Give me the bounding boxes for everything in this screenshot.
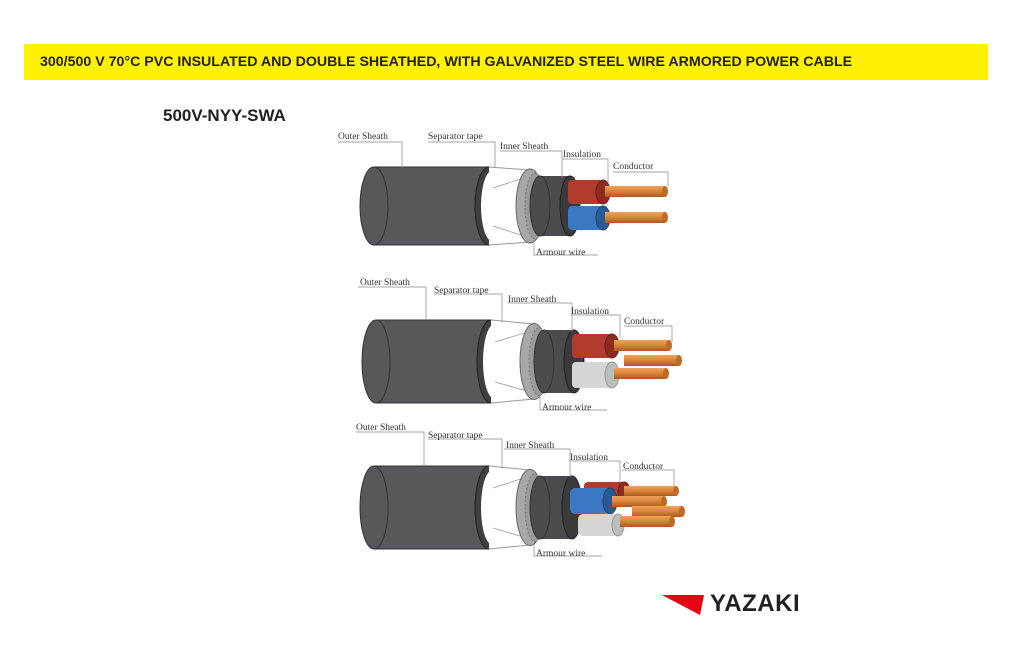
label-conductor: Conductor bbox=[623, 462, 664, 472]
label-outer-sheath: Outer Sheath bbox=[338, 132, 388, 142]
label-conductor: Conductor bbox=[624, 317, 665, 327]
label-inner-sheath: Inner Sheath bbox=[508, 295, 557, 305]
cable-diagram-4-core: Outer Sheath Separator tape Inner Sheath… bbox=[352, 422, 712, 562]
insulation-cores bbox=[570, 481, 631, 537]
cable-diagram-3-core: Outer Sheath Separator tape Inner Sheath… bbox=[352, 276, 712, 416]
yazaki-logo: YAZAKI bbox=[662, 590, 800, 618]
label-outer-sheath: Outer Sheath bbox=[360, 278, 410, 288]
label-insulation: Insulation bbox=[571, 307, 609, 317]
label-armour-wire: Armour wire bbox=[536, 248, 585, 258]
inner-sheath-shape bbox=[529, 175, 581, 237]
title-banner: 300/500 V 70°C PVC INSULATED AND DOUBLE … bbox=[24, 44, 988, 80]
label-separator-tape: Separator tape bbox=[428, 132, 483, 142]
conductors bbox=[612, 486, 685, 527]
logo-arrow-icon bbox=[662, 595, 704, 615]
label-insulation: Insulation bbox=[570, 453, 608, 463]
label-insulation: Insulation bbox=[563, 150, 601, 160]
label-conductor: Conductor bbox=[613, 162, 654, 172]
label-separator-tape: Separator tape bbox=[434, 286, 489, 296]
conductors bbox=[605, 186, 668, 223]
label-armour-wire: Armour wire bbox=[542, 403, 591, 413]
label-separator-tape: Separator tape bbox=[428, 431, 483, 441]
label-outer-sheath: Outer Sheath bbox=[356, 423, 406, 433]
label-inner-sheath: Inner Sheath bbox=[506, 441, 555, 451]
label-inner-sheath: Inner Sheath bbox=[500, 142, 549, 152]
model-title: 500V-NYY-SWA bbox=[163, 106, 286, 125]
banner-title: 300/500 V 70°C PVC INSULATED AND DOUBLE … bbox=[40, 54, 853, 70]
outer-sheath-shape bbox=[359, 166, 504, 246]
cable-diagram-2-core: Outer Sheath Separator tape Inner Sheath… bbox=[330, 128, 690, 263]
insulation-cores bbox=[568, 179, 611, 231]
logo-brand-text: YAZAKI bbox=[710, 590, 801, 617]
label-armour-wire: Armour wire bbox=[536, 549, 585, 559]
conductors bbox=[614, 340, 682, 379]
